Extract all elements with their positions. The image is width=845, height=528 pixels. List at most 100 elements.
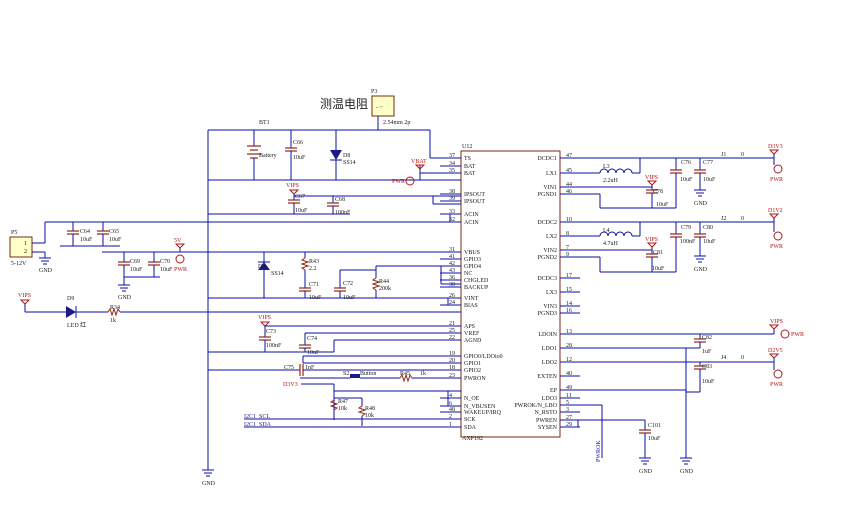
c77-label: C77 xyxy=(703,160,713,166)
vbus-section: C69 10uF C70 10uF GND 5V PWR D6 SS14 R43… xyxy=(102,238,461,301)
pin-name: PGND1 xyxy=(538,192,557,198)
pin-name: PWRON xyxy=(464,376,486,382)
pin-name: DCDC3 xyxy=(537,276,557,282)
pin-name: PGND2 xyxy=(538,255,557,261)
c76-label: C76 xyxy=(681,160,691,166)
c80-label: C80 xyxy=(703,225,713,231)
pin-number: 10 xyxy=(566,217,572,223)
r45-value: 1k xyxy=(420,371,426,377)
c81-value: 10uF xyxy=(652,266,665,272)
r47-value: 10k xyxy=(338,406,347,412)
pin-name: GPIO3 xyxy=(464,257,481,263)
d3v3-out-label: D3V3 xyxy=(768,144,783,150)
pin-number: 16 xyxy=(566,308,572,314)
vbat-label: VBAT xyxy=(411,159,427,165)
pin-number: 7 xyxy=(566,245,569,251)
pin-name: EP xyxy=(550,388,558,394)
c64-value: 10uF xyxy=(80,237,93,243)
r43-value: 2.2 xyxy=(309,266,317,272)
v5-label: 5V xyxy=(174,238,182,244)
pin-number: 26 xyxy=(449,293,455,299)
gnd-label-dcdc2: GND xyxy=(694,267,708,273)
pin-number: 18 xyxy=(449,365,455,371)
button-label: Button xyxy=(360,371,376,377)
c83-label: C83 xyxy=(702,364,712,370)
pin-number: 15 xyxy=(566,287,572,293)
d6-label: D6 xyxy=(258,264,265,270)
c74-value: 10uF xyxy=(307,350,320,356)
r34-label: R34 xyxy=(110,305,120,311)
pin-number: 4 xyxy=(449,393,452,399)
d9-label: D9 xyxy=(67,296,74,302)
l3-value: 2.2uH xyxy=(603,178,619,184)
pin-number: 9 xyxy=(566,252,569,258)
c65-value: 10uF xyxy=(109,237,122,243)
gnd-main: GND xyxy=(202,469,216,487)
c101-value: 10uF xyxy=(648,436,661,442)
title-text: 测温电阻 xyxy=(320,97,368,111)
c70-label: C70 xyxy=(160,259,170,265)
pin-name: GPIO4 xyxy=(464,264,481,270)
pin-number: 30 xyxy=(449,282,455,288)
pin-number: 34 xyxy=(449,161,455,167)
d8-label: D8 xyxy=(343,153,350,159)
pin-number: 22 xyxy=(449,335,455,341)
chip-body xyxy=(460,150,561,438)
pin-name: CHGLED xyxy=(464,278,489,284)
pin-name: DCDC1 xyxy=(537,156,557,162)
vips-label-dcdc1: VIPS xyxy=(645,175,658,181)
c80-value: 10uF xyxy=(703,239,716,245)
pin-number: 37 xyxy=(449,153,455,159)
d2v5-label: D2V5 xyxy=(768,348,783,354)
c74-label: C74 xyxy=(307,336,317,342)
c82-label: C82 xyxy=(702,335,712,341)
pin-name: PWROK/N_LBO xyxy=(514,403,557,409)
pin-number: 20 xyxy=(449,358,455,364)
c82-value: 1uF xyxy=(702,349,712,355)
d6-value: SS14 xyxy=(271,271,284,277)
battery-section: BT1 Battery C66 10uF D8 SS14 VBAT PWR xyxy=(207,120,461,470)
pin-name: WAKEUP/IRQ xyxy=(464,410,502,416)
chip-name: AXP192 xyxy=(462,436,483,442)
pin-name: N_RSTO xyxy=(534,410,557,416)
d1v2-label: D1V2 xyxy=(768,208,783,214)
r34-value: 1k xyxy=(110,318,116,324)
pin-number: 48 xyxy=(449,407,455,413)
c75-label: C75 xyxy=(284,365,294,371)
pin-number: 47 xyxy=(566,153,572,159)
p3-desc: 2.54mm 2p xyxy=(383,120,410,126)
vips-label-led: VIPS xyxy=(18,293,31,299)
bt1-label: BT1 xyxy=(259,120,270,126)
c64-label: C64 xyxy=(80,229,90,235)
pin-number: 13 xyxy=(566,329,572,335)
j4-value: 0 xyxy=(741,355,744,361)
c79-value: 100nF xyxy=(680,239,696,245)
c73-value: 100nF xyxy=(266,343,282,349)
p5-pin-1: 1 xyxy=(24,241,27,247)
pin-name: PWREN xyxy=(536,418,558,424)
pin-number: 46 xyxy=(566,189,572,195)
r44-value: 200k xyxy=(379,286,391,292)
p3-pin-marks: - ~ xyxy=(376,105,383,111)
pin-name: N_VBUSEN xyxy=(464,404,496,410)
chip-pin-right: 3N_RSTO xyxy=(534,407,580,416)
pin-name: VREF xyxy=(464,331,480,337)
pwr-tp-vips: PWR xyxy=(791,332,804,338)
j2-value: 0 xyxy=(741,216,744,222)
pin-number: 41 xyxy=(449,254,455,260)
pwr-tp-d3v3: PWR xyxy=(770,177,783,183)
pin-number: 42 xyxy=(449,261,455,267)
pin-name: BAT xyxy=(464,164,476,170)
pin-name: LX3 xyxy=(546,290,557,296)
c77-value: 10uF xyxy=(703,177,716,183)
pin-number: 29 xyxy=(566,422,572,428)
l3-label: L3 xyxy=(603,164,610,170)
j1-value: 0 xyxy=(741,152,744,158)
pin-name: LDOIN xyxy=(538,332,557,338)
